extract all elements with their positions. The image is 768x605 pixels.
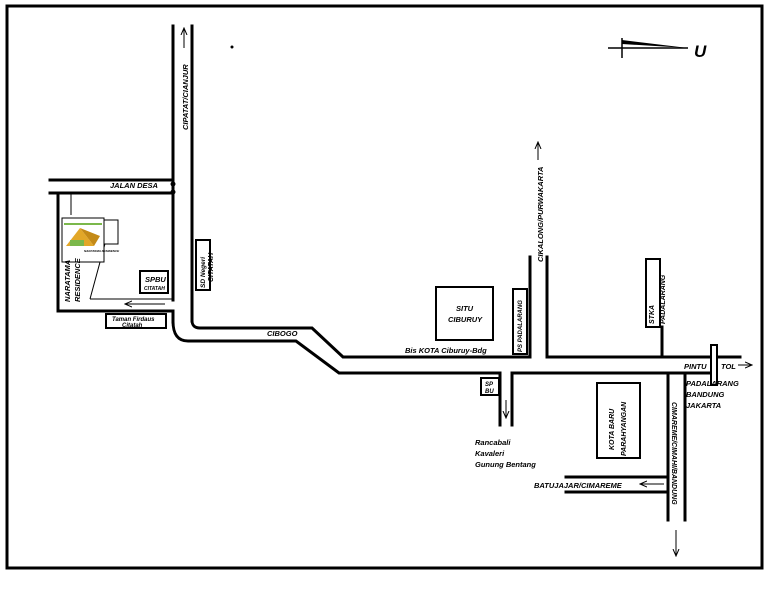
label-stka-1: STKA [649, 305, 656, 324]
label-situ-1: SITU [456, 304, 474, 313]
road-toll [510, 355, 742, 375]
label-spbu-small-2: BU [485, 389, 494, 395]
toll-gate-box [710, 344, 718, 386]
label-pintu: PINTU [684, 362, 707, 371]
label-bis-kota: Bis KOTA Ciburuy-Bdg [405, 346, 487, 355]
label-rancabali: Rancabali [475, 438, 511, 447]
label-spbu-citatah-1: SPBU [145, 275, 166, 284]
north-arrow-icon [608, 38, 688, 58]
ps-padalarang-box [512, 288, 528, 355]
label-padalarang-dest: PADALARANG [686, 379, 739, 388]
label-tol: TOL [721, 362, 736, 371]
label-cipatat: CIPATAT/CIANJUR [181, 64, 190, 130]
situ-ciburuy-box [435, 286, 494, 341]
label-bandung-dest: BANDUNG [686, 390, 724, 399]
road-batujajar [564, 475, 670, 494]
label-cikalong: CIKALONG/PURWAKARTA [536, 167, 545, 262]
road-cipatat [171, 24, 194, 323]
label-spbu-citatah-2: CITATAH [144, 286, 165, 292]
label-jalan-desa: JALAN DESA [110, 181, 158, 190]
stray-dot [230, 45, 234, 49]
label-ps-padalarang: PS PADALARANG [518, 300, 524, 352]
road-cibogo [171, 319, 532, 375]
label-cibogo: CIBOGO [267, 329, 298, 338]
label-jakarta-dest: JAKARTA [686, 401, 721, 410]
road-rancabali [498, 371, 514, 427]
naratama-logo-icon: NARATAMA RESIDENCE [61, 217, 120, 263]
taman-firdaus-box [105, 313, 167, 329]
label-stka-2: PADALARANG [660, 274, 667, 324]
label-spbu-small-1: SP [485, 382, 494, 388]
label-kota-baru-1: KOTA BARU [609, 408, 616, 450]
label-sd-2: CITATAH [208, 252, 215, 282]
north-label: U [694, 42, 707, 61]
label-taman-1: Taman Firdaus [112, 317, 155, 323]
label-situ-2: CIBURUY [448, 315, 483, 324]
sd-negeri-box [195, 239, 211, 291]
logo-text: NARATAMA RESIDENCE [84, 249, 120, 253]
map-frame [5, 4, 764, 570]
road-cimareme [666, 371, 687, 522]
stka-box [645, 258, 661, 328]
label-batujajar: BATUJAJAR/CIMAREME [534, 481, 623, 490]
label-kota-baru-2: PARAHYANGAN [621, 401, 628, 456]
kota-baru-box [596, 382, 641, 459]
label-sd-1: SD Negeri [200, 257, 207, 288]
label-naratama-1: NARATAMA [63, 260, 72, 302]
label-naratama-2: RESIDENCE [73, 257, 82, 302]
label-kavaleri: Kavaleri [475, 449, 505, 458]
road-cikalong [528, 255, 549, 359]
label-taman-2: Citatah [122, 323, 143, 329]
spbu-citatah-box [139, 270, 169, 294]
label-gunung: Gunung Bentang [475, 460, 536, 469]
label-cimareme: CIMAREME/CIMAHI/BANDUNG [670, 402, 677, 505]
